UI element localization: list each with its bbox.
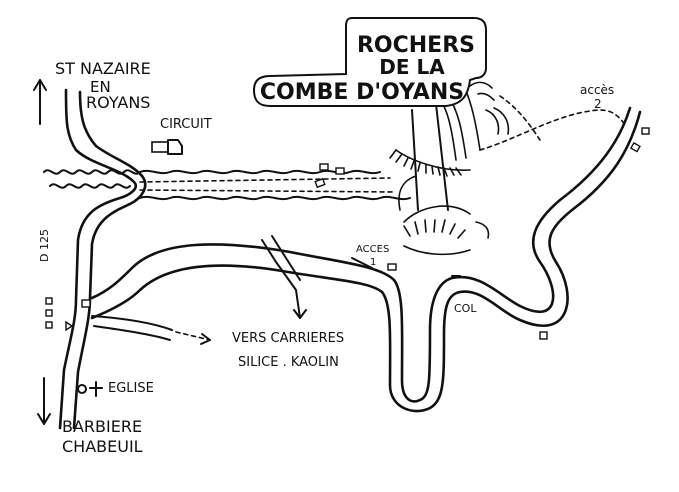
acces2-label: accès bbox=[580, 83, 614, 97]
main-road-d125 bbox=[58, 88, 147, 430]
north-destination-line3: ROYANS bbox=[86, 93, 150, 112]
acces1-pointer bbox=[351, 257, 373, 269]
eglise-label: EGLISE bbox=[108, 381, 154, 396]
north-destination-line1: ST NAZAIRE bbox=[55, 59, 151, 78]
church-cross-icon bbox=[77, 381, 103, 397]
road-to-rocks bbox=[139, 169, 411, 201]
parking-square-icon bbox=[45, 127, 650, 340]
acces2-number: 2 bbox=[594, 97, 602, 111]
circuit-label: CIRCUIT bbox=[160, 117, 212, 132]
acces1-number: 1 bbox=[370, 257, 376, 268]
carrieres-line1: VERS CARRIERES bbox=[232, 331, 344, 346]
valley-road bbox=[90, 106, 642, 413]
col-label: COL bbox=[454, 302, 477, 315]
south-destination-line1: BARBIERE bbox=[62, 417, 142, 436]
south-arrow-icon bbox=[37, 377, 51, 425]
acces2-path bbox=[479, 109, 627, 151]
acces1-label: ACCES bbox=[356, 244, 389, 255]
carrieres-line2: SILICE . KAOLIN bbox=[238, 355, 339, 370]
branch-road-carrieres bbox=[91, 315, 211, 345]
title-line3: COMBE D'OYANS bbox=[260, 80, 464, 105]
title-line2: DE LA bbox=[379, 55, 445, 79]
rocks-combe-doyans bbox=[389, 81, 510, 256]
path-to-top bbox=[499, 95, 541, 141]
road-number-label: D 125 bbox=[38, 229, 51, 262]
south-destination-line2: CHABEUIL bbox=[62, 437, 143, 456]
north-arrow-icon bbox=[33, 79, 47, 125]
wavy-crossing-line-2 bbox=[49, 183, 131, 189]
north-destination-line2: EN bbox=[90, 78, 111, 96]
title-bubble: ROCHERS DE LA COMBE D'OYANS bbox=[252, 17, 487, 107]
car-icon bbox=[151, 139, 183, 155]
fork-track bbox=[261, 235, 307, 319]
wavy-crossing-line bbox=[43, 169, 141, 175]
title-line1: ROCHERS bbox=[357, 33, 475, 58]
